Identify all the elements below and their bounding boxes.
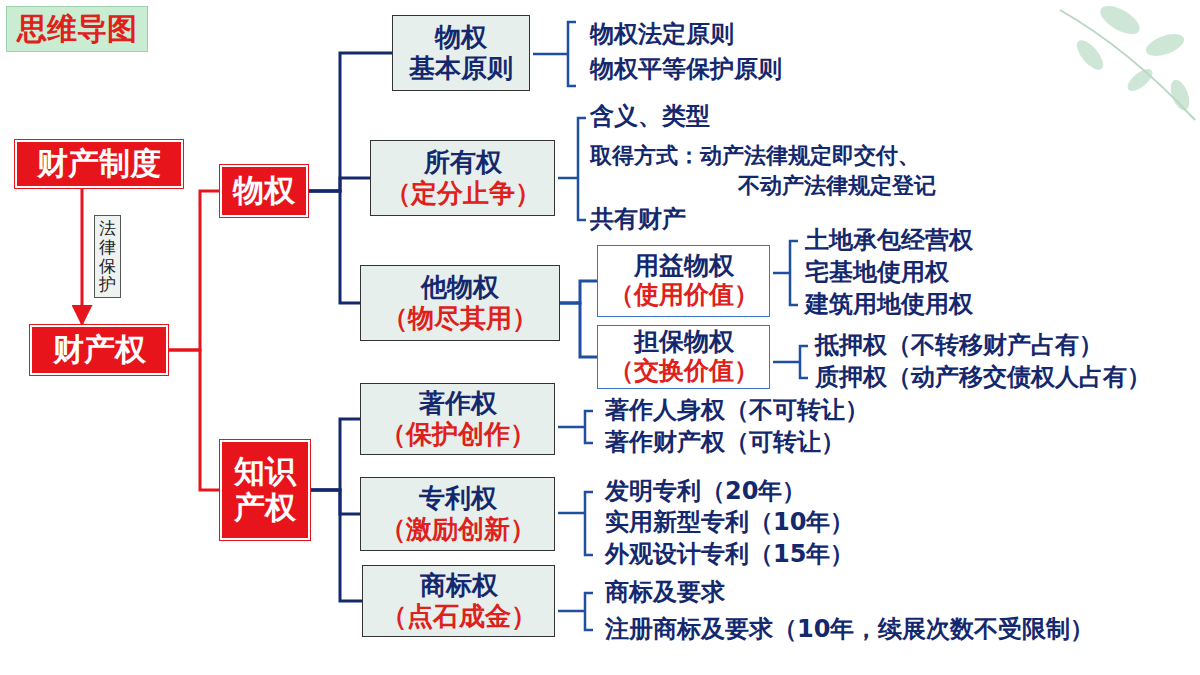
edge-label: 法律保护 [94,215,121,298]
bracket-connector [308,191,360,303]
topic-box: 他物权（物尽其用） [360,265,560,341]
node-title: 他物权 [421,272,499,303]
topic-box: 物权 基本原则 [392,15,530,91]
leaf-brackets [533,22,808,630]
topic-box: 用益物权（使用价值） [597,245,770,317]
leaf-text: 实用新型专利（10年） [605,509,854,537]
node-title: 知识 产权 [230,454,300,525]
node-title: 物权 [233,173,295,209]
leaf-text: 抵押权（不转移财产占有） [815,332,1103,360]
bracket-connector [560,281,597,303]
leaf-text: 质押权（动产移交债权人占有） [815,364,1151,392]
leaf-text: 外观设计专利（15年） [605,541,854,569]
main-box: 财产权 [30,325,168,375]
node-title: 财产权 [53,332,146,368]
leaf-text: 含义、类型 [590,103,710,131]
node-title: 专利权 [419,483,497,514]
node-title: 财产制度 [37,146,161,182]
leaf-text: 著作财产权（可转让） [605,429,845,457]
arrow-connector [81,188,84,324]
leaf-text: 土地承包经营权 [805,227,973,255]
node-note: （点石成金） [381,601,537,632]
node-title: 所有权 [424,147,502,178]
topic-box: 所有权（定分止争） [370,140,555,216]
leaf-text: 发明专利（20年） [605,478,806,506]
node-note: （交换价值） [609,357,759,386]
leaf-decoration [1060,0,1195,120]
bracket-connector [310,490,362,601]
node-title: 商标权 [420,570,498,601]
leaf-text: 物权平等保护原则 [590,56,782,84]
leaf-text: 取得方式：动产法律规定即交付、 [590,143,920,168]
node-note: （定分止争） [385,178,541,209]
node-note: （物尽其用） [382,303,538,334]
leaf-text: 注册商标及要求（10年，续展次数不受限制） [605,616,1094,644]
main-box: 财产制度 [15,140,183,188]
bracket-connector [168,350,220,490]
bracket-connector [308,178,370,191]
leaf-text: 商标及要求 [605,579,725,607]
bracket-connector [310,490,360,514]
bracket-connector [168,191,220,350]
node-title: 担保物权 [634,328,734,357]
leaf-text: 不动产法律规定登记 [738,173,936,198]
node-note: （激励创新） [380,514,536,545]
leaf-text: 建筑用地使用权 [805,291,973,319]
topic-box: 商标权（点石成金） [362,565,555,637]
node-title: 著作权 [419,388,497,419]
leaf-text: 物权法定原则 [590,21,734,49]
node-title: 用益物权 [634,252,734,281]
topic-box: 专利权（激励创新） [360,477,555,551]
leaf-text: 共有财产 [590,206,686,234]
topic-box: 著作权（保护创作） [360,383,555,455]
leaf-text: 著作人身权（不可转让） [605,397,869,425]
bracket-connector [560,303,597,357]
node-note: （保护创作） [380,419,536,450]
leaf-text: 宅基地使用权 [805,259,949,287]
node-note: （使用价值） [609,281,759,310]
page-title: 思维导图 [6,6,148,52]
node-title: 物权 基本原则 [405,22,517,84]
main-box: 知识 产权 [220,440,310,540]
main-box: 物权 [220,165,308,217]
topic-box: 担保物权（交换价值） [597,325,770,389]
bracket-connector [310,419,360,490]
